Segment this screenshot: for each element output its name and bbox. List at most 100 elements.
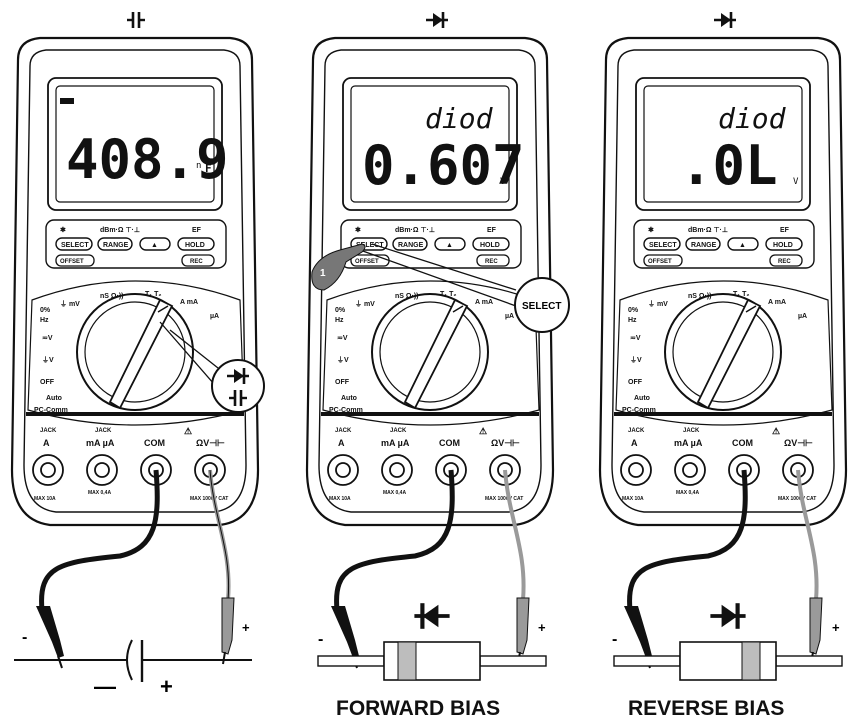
lcd-main-reading: 408.9 [66, 128, 229, 191]
up-button[interactable]: ▲ [139, 237, 171, 251]
rating-10a: MAX 10A [34, 496, 56, 502]
svg-text:SELECT: SELECT [356, 242, 384, 249]
polarity-negative: - [22, 629, 27, 646]
jack-ma-label: mA µA [674, 438, 703, 448]
svg-text:SELECT: SELECT [649, 242, 677, 249]
rating-10a: MAX 10A [329, 496, 351, 502]
jack-v-label: ΩV⊣⊢ [491, 438, 520, 448]
hold-button[interactable]: HOLD [765, 237, 803, 251]
rec-button[interactable]: REC [476, 254, 510, 267]
rotary-dial[interactable] [108, 298, 174, 410]
up-button[interactable]: ▲ [727, 237, 759, 251]
callout-select: SELECT [359, 243, 570, 333]
svg-text:REC: REC [190, 259, 203, 265]
rec-button[interactable]: REC [181, 254, 215, 267]
jack-ma-label: mA µA [86, 438, 115, 448]
diode-component [613, 603, 843, 681]
lcd-top-text: diod [425, 102, 494, 135]
finger-pointer: 1 [311, 243, 366, 291]
range-button[interactable]: RANGE [685, 237, 721, 251]
polarity-negative: - [612, 631, 617, 648]
multimeter-reverse-bias: diod .0L V SELECT RANGE ▲ HOLD OFFSET RE… [598, 10, 848, 720]
svg-text:RANGE: RANGE [103, 242, 129, 249]
lcd-main-reading: .0L [680, 134, 778, 197]
lcd-unit: V [500, 177, 506, 187]
plate-negative-label: — [94, 674, 116, 699]
polarity-negative: - [318, 631, 323, 648]
rec-button[interactable]: REC [769, 254, 803, 267]
multimeter-forward-bias: diod 0.607 V SELECT RANGE ▲ HOLD OFFSET … [305, 10, 570, 720]
svg-text:▲: ▲ [739, 242, 746, 249]
svg-text:SELECT: SELECT [61, 242, 89, 249]
svg-text:HOLD: HOLD [773, 242, 793, 249]
rotary-dial[interactable] [696, 298, 762, 410]
diode-icon [712, 10, 738, 30]
caption-forward-bias: FORWARD BIAS [336, 697, 500, 720]
svg-text:SELECT: SELECT [522, 301, 561, 312]
polarity-positive: + [538, 620, 546, 635]
diode-icon [424, 10, 450, 30]
offset-button[interactable]: OFFSET [350, 254, 390, 267]
svg-text:REC: REC [778, 259, 791, 265]
svg-text:OFFSET: OFFSET [648, 259, 672, 265]
probe-red [221, 597, 235, 665]
rating-10a: MAX 10A [622, 496, 644, 502]
lcd-indicator [60, 98, 74, 104]
polarity-positive: + [832, 620, 840, 635]
select-button[interactable]: SELECT [55, 237, 93, 251]
pc-comm-label: PC-Comm [34, 407, 68, 414]
lcd-top-text: diod [718, 102, 787, 135]
svg-text:▲: ▲ [446, 242, 453, 249]
hold-button[interactable]: HOLD [472, 237, 510, 251]
probe-black [36, 606, 64, 669]
svg-text:HOLD: HOLD [185, 242, 205, 249]
rating-ma: MAX 0,4A [676, 490, 699, 496]
jack-com-label: COM [144, 438, 165, 448]
polarity-positive: + [242, 620, 250, 635]
lcd-main-reading: 0.607 [362, 134, 525, 197]
rating-ma: MAX 0,4A [383, 490, 406, 496]
plate-positive-label: + [160, 674, 173, 699]
svg-text:▲: ▲ [151, 242, 158, 249]
callout-capacitor-diode [159, 321, 265, 413]
up-button[interactable]: ▲ [434, 237, 466, 251]
svg-text:OFFSET: OFFSET [60, 259, 84, 265]
rating-v: MAX 1000V CAT [485, 496, 523, 502]
offset-button[interactable]: OFFSET [55, 254, 95, 267]
pc-comm-label: PC-Comm [329, 407, 363, 414]
jack-com-label: COM [732, 438, 753, 448]
lcd-unit: V [793, 177, 799, 187]
svg-text:RANGE: RANGE [398, 242, 424, 249]
multimeter-capacitance: 408.9 n F SELECT RANGE ▲ HOLD OFFSET REC… [10, 10, 265, 699]
lcd-unit: F [205, 162, 212, 175]
probe-red [516, 597, 530, 665]
jack-a-label: A [43, 438, 50, 448]
pc-comm-label: PC-Comm [622, 407, 656, 414]
probe-red [809, 597, 823, 665]
caption-reverse-bias: REVERSE BIAS [628, 697, 784, 720]
svg-text:OFFSET: OFFSET [355, 259, 379, 265]
offset-button[interactable]: OFFSET [643, 254, 683, 267]
jack-v-label: ΩV⊣⊢ [196, 438, 225, 448]
range-button[interactable]: RANGE [97, 237, 133, 251]
diode-component [317, 603, 547, 681]
capacitor-icon [125, 10, 147, 30]
rating-v: MAX 1000V CAT [190, 496, 228, 502]
rating-ma: MAX 0,4A [88, 490, 111, 496]
svg-text:REC: REC [485, 259, 498, 265]
jack-ma-label: mA µA [381, 438, 410, 448]
jack-v-label: ΩV⊣⊢ [784, 438, 813, 448]
lcd-unit-prefix: n [196, 161, 201, 171]
step-number: 1 [320, 268, 326, 279]
jack-a-label: A [631, 438, 638, 448]
jack-com-label: COM [439, 438, 460, 448]
range-button[interactable]: RANGE [392, 237, 428, 251]
jack-a-label: A [338, 438, 345, 448]
capacitor-circuit [14, 639, 252, 682]
rotary-dial[interactable] [403, 298, 469, 410]
rating-v: MAX 1000V CAT [778, 496, 816, 502]
svg-text:HOLD: HOLD [480, 242, 500, 249]
select-button[interactable]: SELECT [643, 237, 681, 251]
hold-button[interactable]: HOLD [177, 237, 215, 251]
